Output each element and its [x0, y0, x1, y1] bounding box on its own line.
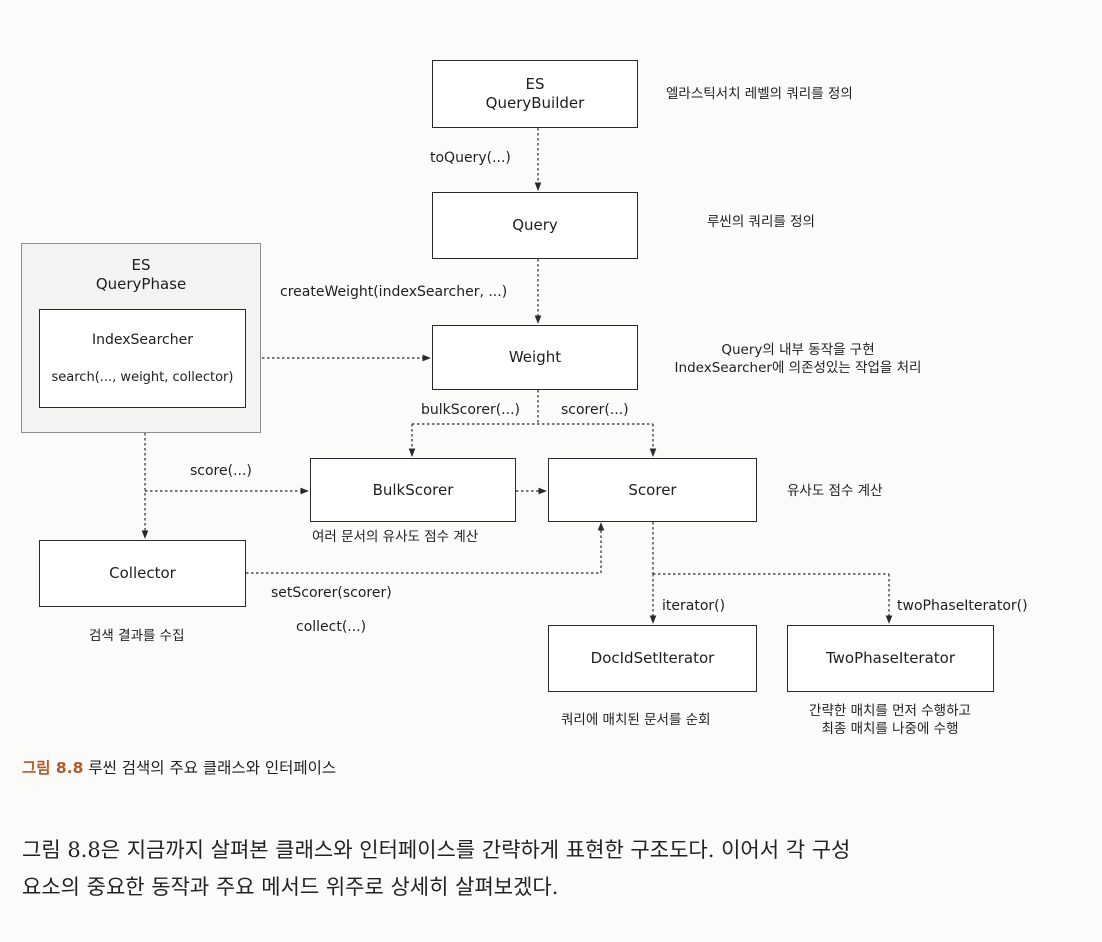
note-docidsetiterator: 쿼리에 매치된 문서를 순회 — [561, 712, 711, 728]
note-bulkscorer: 여러 문서의 유사도 점수 계산 — [312, 529, 479, 545]
docidsetiterator-box: DocIdSetIterator — [548, 625, 757, 692]
body-line-2: 요소의 중요한 동작과 주요 메서드 위주로 상세히 살펴보겠다. — [22, 875, 559, 899]
body-paragraph: 그림 8.8은 지금까지 살펴본 클래스와 인터페이스를 간략하게 표현한 구조… — [22, 832, 1092, 906]
note-es-querybuilder: 엘라스틱서치 레벨의 쿼리를 정의 — [666, 86, 853, 102]
note-scorer: 유사도 점수 계산 — [787, 483, 883, 499]
twophaseiterator-box: TwoPhaseIterator — [787, 625, 994, 692]
edge-scorer-split — [652, 522, 889, 575]
note-collector: 검색 결과를 수집 — [89, 628, 185, 644]
figure-number: 그림 8.8 — [22, 759, 84, 777]
label-setscorer: setScorer(scorer) — [271, 585, 392, 601]
es-queryphase-title: ES QueryPhase — [95, 256, 187, 293]
note-query: 루씬의 쿼리를 정의 — [707, 214, 815, 230]
label-bulkscorer: bulkScorer(...) — [421, 402, 520, 418]
es-querybuilder-box: ES QueryBuilder — [432, 60, 638, 128]
label-iterator: iterator() — [662, 598, 726, 614]
label-twophaseiterator: twoPhaseIterator() — [897, 598, 1028, 614]
figure-caption: 그림 8.8 루씬 검색의 주요 클래스와 인터페이스 — [22, 756, 336, 778]
label-toquery: toQuery(...) — [430, 150, 511, 166]
label-score: score(...) — [190, 463, 252, 479]
label-createweight: createWeight(indexSearcher, ...) — [280, 284, 508, 300]
query-box: Query — [432, 192, 638, 259]
label-collect: collect(...) — [296, 619, 367, 635]
scorer-box: Scorer — [548, 458, 757, 522]
figure-caption-text: 루씬 검색의 주요 클래스와 인터페이스 — [88, 759, 337, 777]
body-line-1: 그림 8.8은 지금까지 살펴본 클래스와 인터페이스를 간략하게 표현한 구조… — [22, 838, 851, 862]
edge-collector-to-scorer — [246, 522, 605, 574]
label-scorer: scorer(...) — [561, 402, 629, 418]
bulkscorer-box: BulkScorer — [310, 458, 516, 522]
weight-box: Weight — [432, 325, 638, 390]
note-weight: Query의 내부 동작을 구현 IndexSearcher에 의존성있는 작업… — [674, 342, 922, 376]
edge-weight-split — [412, 390, 653, 425]
note-twophaseiterator: 간략한 매치를 먼저 수행하고 최종 매치를 나중에 수행 — [809, 703, 971, 737]
indexsearcher-box: IndexSearcher search(..., weight, collec… — [39, 309, 246, 408]
collector-box: Collector — [39, 540, 246, 607]
